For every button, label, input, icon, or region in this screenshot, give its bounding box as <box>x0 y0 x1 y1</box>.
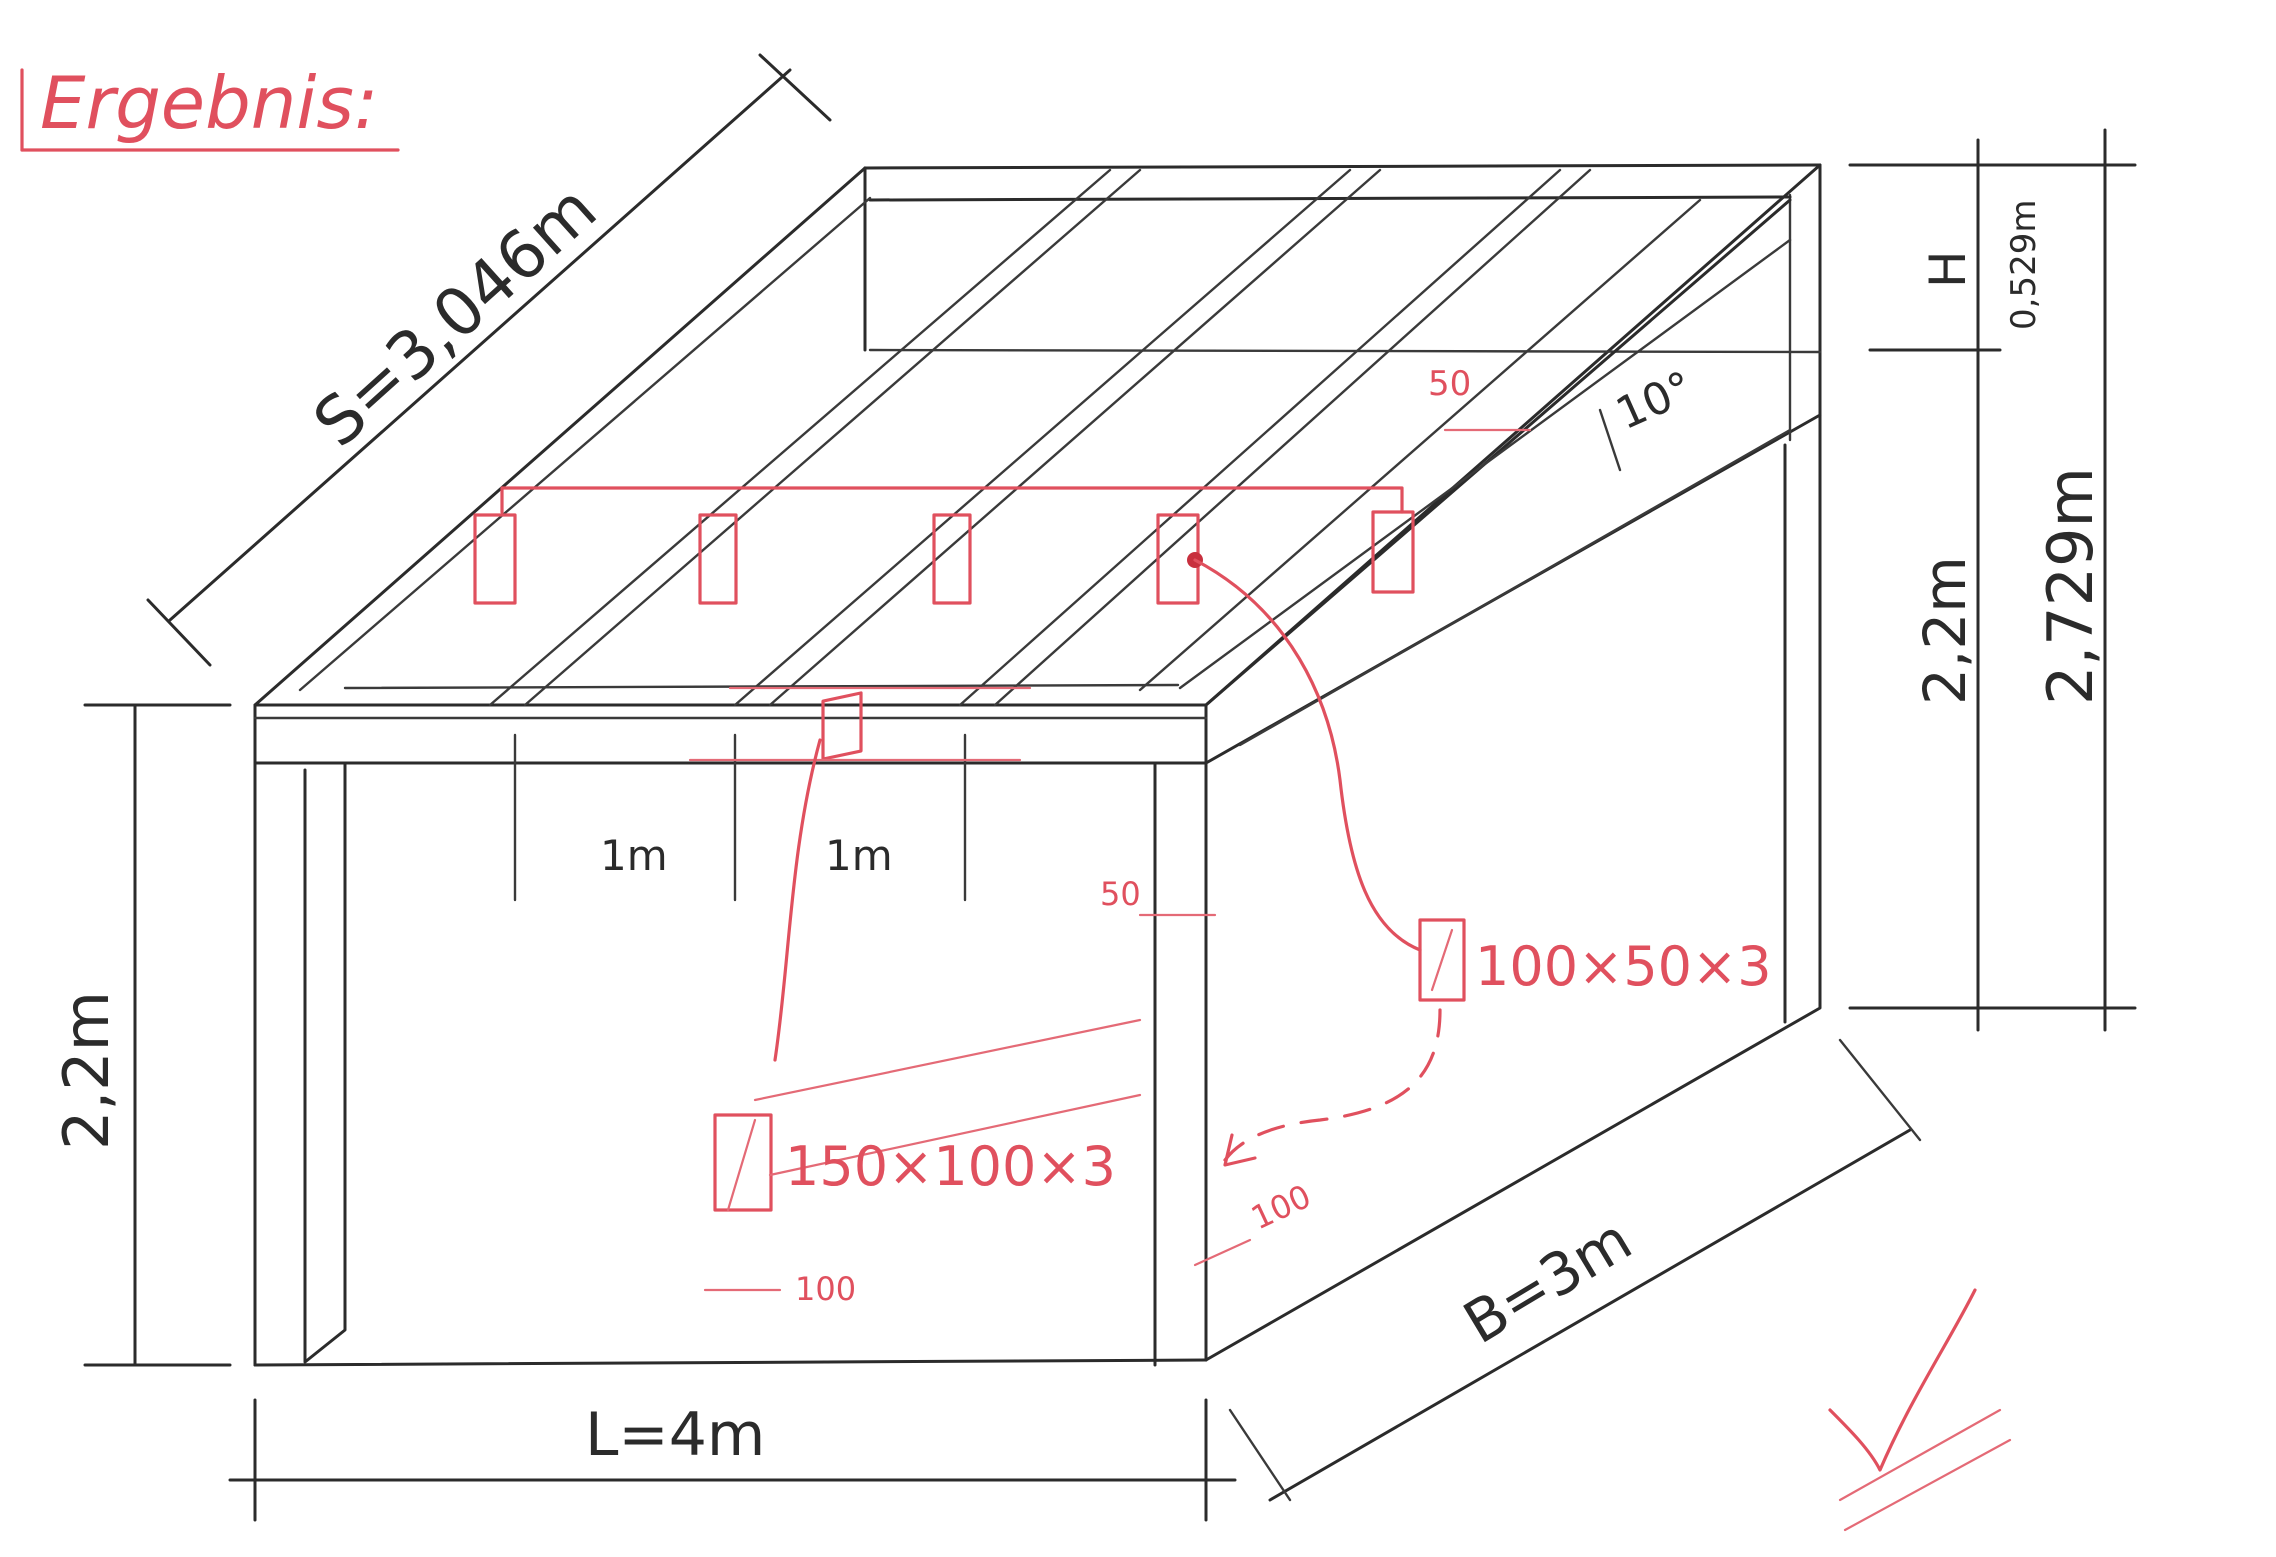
rafter-profile-box <box>1418 918 1466 1002</box>
dimension-lines <box>83 53 2137 1522</box>
rafter-line <box>733 168 1352 707</box>
beam-guide <box>753 1018 1142 1102</box>
width-mark <box>1193 1238 1252 1267</box>
rafter-section <box>1371 510 1415 594</box>
rafter-line <box>993 168 1592 707</box>
front-beam <box>253 703 1208 765</box>
height-difference-label: 0,529m <box>2004 200 2044 330</box>
dim-tick <box>1228 1408 1292 1502</box>
beam-width-mark-label: 100 <box>795 1270 856 1308</box>
rafter-section <box>698 513 738 605</box>
slope-angle-label: 10° <box>1609 362 1701 440</box>
beam-profile-label: 150×100×3 <box>785 1135 1116 1198</box>
dim-tick <box>146 598 212 667</box>
beam-leader <box>773 738 822 1062</box>
total-height-label: 2,729m <box>2034 467 2107 705</box>
rafter-line <box>523 168 1142 707</box>
rafter-line <box>488 168 1112 707</box>
rafter-row-line <box>500 486 1404 514</box>
roof-front-inner <box>343 683 1180 690</box>
length-label: L=4m <box>585 1400 765 1470</box>
width-label: B=3m <box>1452 1205 1643 1357</box>
side-frame <box>1204 163 1822 1362</box>
ground-front <box>253 1358 1208 1367</box>
roof-left-edge-inner <box>298 196 872 692</box>
side-beam-lower-inner <box>1238 428 1792 747</box>
rafter-line <box>1138 198 1702 692</box>
beam-guide <box>768 1093 1142 1177</box>
profile-hatch <box>1430 928 1454 992</box>
roof-left-edge <box>253 166 867 707</box>
beam-section <box>821 691 863 761</box>
arrow-head <box>1223 1133 1257 1167</box>
rafter-length-label: S=3,046m <box>299 170 611 462</box>
roof-right-edge <box>1204 198 1792 707</box>
checkmark-icon <box>1828 1288 2012 1532</box>
rafter-profile-label: 100×50×3 <box>1475 935 1772 998</box>
rafter-dimension-line <box>168 68 792 622</box>
angle-arrow <box>1598 408 1622 472</box>
rafter-line <box>768 168 1382 707</box>
front-height-label: 2,2m <box>50 991 123 1150</box>
rafter-width-mark-label: 50 <box>1428 364 1471 404</box>
profile-hatch <box>726 1118 757 1212</box>
red-annotations <box>473 408 1622 1292</box>
rafter-line <box>958 168 1562 707</box>
height-difference-symbol: H <box>1919 250 1977 288</box>
roof-right-edge-inner <box>1178 238 1792 690</box>
post-height-label: 2,2m <box>1911 556 1979 705</box>
dim-tick <box>758 53 832 122</box>
title-text: Ergebnis: <box>40 61 378 145</box>
labels: S=3,046m L=4m B=3m 2,2m 2,2m 2,729m H 0,… <box>50 170 2107 1470</box>
beam-profile-box <box>713 1113 773 1212</box>
dim-tick <box>1838 1038 1922 1142</box>
back-top-edge <box>863 163 1822 170</box>
left-post-inner <box>303 761 347 1364</box>
back-top-inner <box>868 195 1792 202</box>
dashed-arrow <box>1223 1008 1442 1162</box>
width-dimension-line <box>1268 1128 1912 1502</box>
post-width-mark-label: 50 <box>1100 875 1141 913</box>
title-group: Ergebnis: <box>20 61 400 152</box>
post-depth-mark-label: 100 <box>1245 1177 1316 1237</box>
spacing-label-2: 1m <box>825 831 893 880</box>
back-lower-edge <box>868 348 1822 354</box>
rafter-section <box>932 513 972 605</box>
frame <box>253 163 1822 1367</box>
rafter-section <box>473 513 517 605</box>
spacing-label-1: 1m <box>600 831 668 880</box>
rafter-leader <box>1193 558 1422 952</box>
